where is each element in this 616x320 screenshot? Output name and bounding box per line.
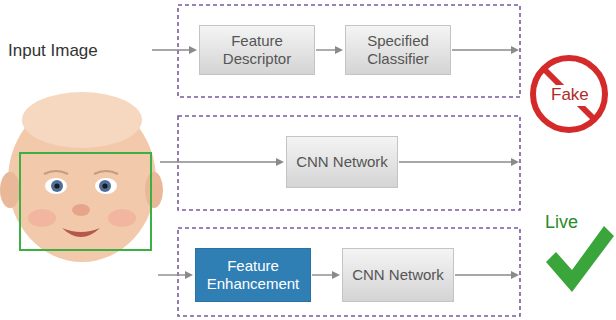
arrowhead — [185, 271, 193, 279]
sign-slash — [544, 69, 594, 119]
input-arrow — [152, 46, 197, 54]
iris — [99, 180, 111, 192]
input-label: Input Image — [8, 42, 98, 61]
flow-arrow — [312, 271, 340, 279]
forehead — [22, 92, 142, 148]
process-box: Feature Descriptor — [199, 25, 315, 75]
brows — [44, 171, 118, 174]
connector-line — [316, 49, 336, 50]
pupil — [102, 183, 107, 188]
arrowhead — [511, 158, 519, 166]
process-box: CNN Network — [286, 136, 398, 188]
arrowhead — [189, 46, 197, 54]
input-arrow — [158, 271, 193, 279]
enhancement-box: Feature Enhancement — [195, 248, 311, 302]
output-arrow — [452, 49, 512, 50]
face-detection-box — [20, 153, 151, 250]
result-fake: Fake — [549, 85, 591, 106]
dashed-frame — [178, 5, 520, 97]
output-arrow — [455, 274, 512, 275]
nose — [72, 204, 90, 216]
box-text: Feature Descriptor — [207, 32, 307, 68]
box-text: Feature Enhancement — [203, 257, 303, 293]
ear — [0, 172, 20, 208]
arrowhead — [335, 46, 343, 54]
connector-line — [158, 274, 186, 275]
check-mark — [546, 226, 614, 292]
prohibition-sign — [533, 58, 605, 130]
pupil — [54, 183, 59, 188]
iris — [51, 180, 63, 192]
flow-arrow — [316, 46, 343, 54]
dashed-frame — [178, 116, 520, 210]
eye — [45, 178, 67, 194]
box-text: Specified Classifier — [353, 32, 443, 68]
output-arrows — [399, 46, 519, 279]
process-box: CNN Network — [342, 248, 454, 302]
connector-line — [152, 49, 190, 50]
ear — [145, 172, 163, 208]
input-arrow — [160, 158, 284, 166]
result-live: Live — [545, 213, 578, 233]
cheek — [28, 209, 56, 227]
dashed-frame — [178, 228, 520, 316]
sign-ring — [533, 58, 605, 130]
arrowhead — [276, 158, 284, 166]
mouth — [62, 228, 100, 237]
connector-line — [160, 161, 277, 162]
output-arrow — [399, 161, 512, 162]
cheek — [108, 209, 136, 227]
arrowhead — [511, 46, 519, 54]
eye — [95, 178, 117, 194]
arrowhead — [332, 271, 340, 279]
connector-line — [312, 274, 333, 275]
baby-photo — [0, 92, 163, 262]
process-box: Specified Classifier — [345, 25, 451, 75]
arrowhead — [511, 271, 519, 279]
box-text: CNN Network — [352, 266, 444, 284]
box-text: CNN Network — [296, 153, 388, 171]
group-frames — [178, 5, 520, 316]
